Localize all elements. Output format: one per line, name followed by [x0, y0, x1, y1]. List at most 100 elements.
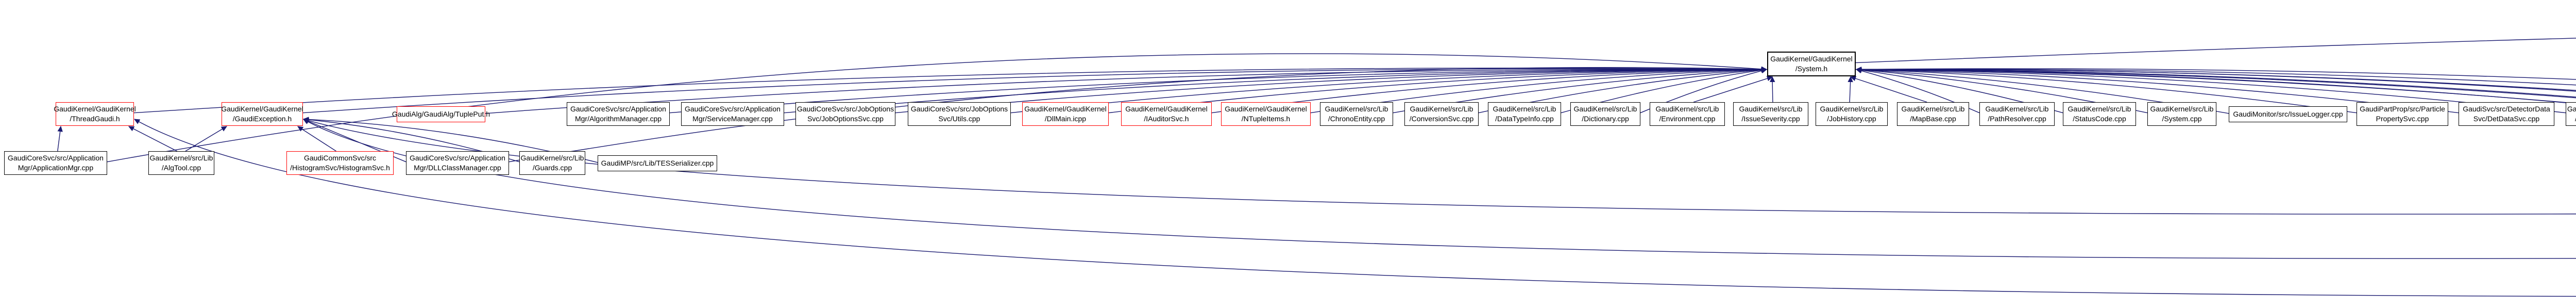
graph-node-mapbase[interactable]: GaudiKernel/src/Lib/MapBase.cpp	[1897, 102, 1969, 126]
graph-node-label: GaudiKernel/src/Lib	[1739, 105, 1803, 113]
graph-node-label: GaudiKernel/src/Lib	[1573, 105, 1637, 113]
graph-node-label: GaudiPartProp/src/Particle	[2360, 105, 2445, 113]
graph-node-label: GaudiCoreSvc/src/Application	[410, 154, 505, 162]
graph-node-heprndmengines[interactable]: GaudiSvc/src/RndmGenSvc/HepRndmEngines.c…	[2566, 102, 2576, 126]
graph-node-label: Svc/JobOptionsSvc.cpp	[807, 115, 884, 123]
edge-iinterface-to-system	[1855, 67, 2576, 80]
edge-joboptionssvc-to-system	[895, 67, 1768, 114]
graph-node-label: GaudiCoreSvc/src/JobOptions	[796, 105, 894, 113]
graph-node-dictionary[interactable]: GaudiKernel/src/Lib/Dictionary.cpp	[1570, 102, 1640, 126]
graph-node-systemcpp[interactable]: GaudiKernel/src/Lib/System.cpp	[2147, 102, 2216, 126]
edge-issueseverity-to-system	[1769, 76, 1775, 103]
graph-node-label: GaudiKernel/src/Lib	[1820, 105, 1884, 113]
graph-node-label: GaudiKernel/GaudiKernel	[54, 105, 136, 113]
edge-particlepropertysvc-to-system	[1855, 67, 2357, 114]
graph-node-label: GaudiCommonSvc/src	[303, 154, 377, 162]
graph-node-tupleput[interactable]: GaudiAlg/GaudiAlg/TuplePut.h	[392, 106, 490, 122]
graph-node-statuscode[interactable]: GaudiKernel/src/Lib/StatusCode.cpp	[2063, 102, 2136, 126]
graph-node-label: /System.cpp	[2162, 115, 2202, 123]
graph-node-guards[interactable]: GaudiKernel/src/Lib/Guards.cpp	[519, 151, 585, 175]
edge-jobhistory-to-system	[1848, 76, 1853, 103]
graph-node-threadgaudi[interactable]: GaudiKernel/GaudiKernel/ThreadGaudi.h	[54, 102, 136, 126]
graph-node-jobhistory[interactable]: GaudiKernel/src/Lib/JobHistory.cpp	[1816, 102, 1888, 126]
graph-node-issueseverity[interactable]: GaudiKernel/src/Lib/IssueSeverity.cpp	[1733, 102, 1808, 126]
graph-node-label: GaudiCoreSvc/src/Application	[685, 105, 781, 113]
graph-node-label: GaudiKernel/src/Lib	[1655, 105, 1719, 113]
graph-node-label: /System.h	[1795, 64, 1828, 73]
graph-node-chronoentity[interactable]: GaudiKernel/src/Lib/ChronoEntity.cpp	[1320, 102, 1393, 126]
graph-node-system[interactable]: GaudiKernel/GaudiKernel/System.h	[1767, 52, 1856, 76]
graph-node-label: PropertySvc.cpp	[2376, 115, 2429, 123]
edge-algtool-to-gaudiexception	[185, 126, 228, 152]
graph-node-label: GaudiKernel/GaudiKernel	[1770, 55, 1853, 63]
graph-node-label: Mgr/DLLClassManager.cpp	[414, 164, 501, 172]
graph-node-label: /JobHistory.cpp	[1827, 115, 1876, 123]
edge-gaudicommon-to-gaudiexception	[302, 118, 2576, 215]
edge-servicemanager-to-system	[784, 67, 1768, 114]
edge-environment-to-system	[1693, 76, 1773, 103]
graph-node-label: GaudiKernel/GaudiKernel	[221, 105, 303, 113]
graph-node-label: /IAuditorSvc.h	[1144, 115, 1189, 123]
graph-node-label: GaudiSvc/src/DetectorData	[2463, 105, 2550, 113]
edge-dllclassmanager-to-system	[509, 67, 1768, 163]
graph-node-pathresolver[interactable]: GaudiKernel/src/Lib/PathResolver.cpp	[1979, 102, 2055, 126]
graph-node-label: /NTupleItems.h	[1241, 115, 1291, 123]
graph-node-label: GaudiCoreSvc/src/JobOptions	[910, 105, 1008, 113]
graph-node-label: /StatusCode.cpp	[2073, 115, 2126, 123]
graph-node-label: GaudiKernel/GaudiKernel	[1024, 105, 1107, 113]
graph-node-label: GaudiKernel/src/Lib	[2067, 105, 2131, 113]
graph-node-label: GaudiKernel/src/Lib	[149, 154, 213, 162]
graph-node-ntupleitems[interactable]: GaudiKernel/GaudiKernel/NTupleItems.h	[1221, 102, 1311, 126]
edge-histogramsvc-to-gaudiexception	[297, 126, 336, 152]
graph-node-issuelogger[interactable]: GaudiMonitor/src/IssueLogger.cpp	[2229, 106, 2347, 122]
graph-node-label: /IssueSeverity.cpp	[1741, 115, 1800, 123]
edge-applicationmgr-to-system	[107, 53, 1768, 163]
graph-node-histogramsvc[interactable]: GaudiCommonSvc/src/HistogramSvc/Histogra…	[286, 151, 394, 175]
edge-heprndmengines-to-system	[1855, 67, 2566, 114]
graph-node-datatypeinfo[interactable]: GaudiKernel/src/Lib/DataTypeInfo.cpp	[1488, 102, 1561, 126]
edge-dsoutils-to-system	[1855, 67, 2576, 92]
graph-node-label: /Dictionary.cpp	[1582, 115, 1629, 123]
graph-node-label: /DllMain.icpp	[1044, 115, 1087, 123]
edge-bootstrap-to-system	[1855, 67, 2576, 99]
graph-node-label: /MapBase.cpp	[1910, 115, 1956, 123]
graph-node-label: /PathResolver.cpp	[1988, 115, 2046, 123]
graph-node-label: GaudiKernel/src/Lib	[1493, 105, 1556, 113]
graph-node-gaudiexception[interactable]: GaudiKernel/GaudiKernel/GaudiException.h	[221, 102, 303, 126]
edge-algtool-to-threadgaudi	[128, 126, 177, 152]
graph-node-label: GaudiAlg/GaudiAlg/TuplePut.h	[392, 110, 490, 118]
graph-node-label: GaudiKernel/src/Lib	[1410, 105, 1473, 113]
graph-node-algtool[interactable]: GaudiKernel/src/Lib/AlgTool.cpp	[148, 151, 214, 175]
graph-node-dllmain[interactable]: GaudiKernel/GaudiKernel/DllMain.icpp	[1022, 102, 1109, 126]
edge-system-to-moduleinfo	[1855, 38, 2576, 63]
graph-node-label: GaudiKernel/GaudiKernel	[1225, 105, 1307, 113]
graph-node-label: /ThreadGaudi.h	[70, 115, 120, 123]
graph-node-label: /DataTypeInfo.cpp	[1495, 115, 1554, 123]
graph-node-label: GaudiKernel/src/Lib	[1901, 105, 1965, 113]
graph-node-environment[interactable]: GaudiKernel/src/Lib/Environment.cpp	[1650, 102, 1725, 126]
graph-node-label: GaudiCoreSvc/src/Application	[8, 154, 104, 162]
graph-node-label: Svc/DetDataSvc.cpp	[2473, 115, 2540, 123]
graph-node-tesserializer[interactable]: GaudiMP/src/Lib/TESSerializer.cpp	[598, 155, 717, 171]
graph-node-label: /GaudiException.h	[232, 115, 292, 123]
graph-node-iauditorsvc[interactable]: GaudiKernel/GaudiKernel/IAuditorSvc.h	[1121, 102, 1212, 126]
edge-gaudihandle-to-system	[1855, 67, 2576, 104]
graph-node-label: GaudiCoreSvc/src/Application	[570, 105, 666, 113]
graph-node-label: Mgr/AlgorithmManager.cpp	[574, 115, 662, 123]
edge-dllmain-to-system	[1108, 67, 1768, 114]
graph-node-label: GaudiKernel/GaudiKernel	[1125, 105, 1208, 113]
graph-node-conversionsvc[interactable]: GaudiKernel/src/Lib/ConversionSvc.cpp	[1404, 102, 1479, 126]
edge-mapbase-to-system	[1850, 76, 1927, 103]
graph-node-label: GaudiKernel/src/Lib	[1325, 105, 1388, 113]
graph-node-label: GaudiKernel/src/Lib	[1985, 105, 2049, 113]
graph-node-label: GaudiMP/src/Lib/TESSerializer.cpp	[601, 159, 714, 167]
